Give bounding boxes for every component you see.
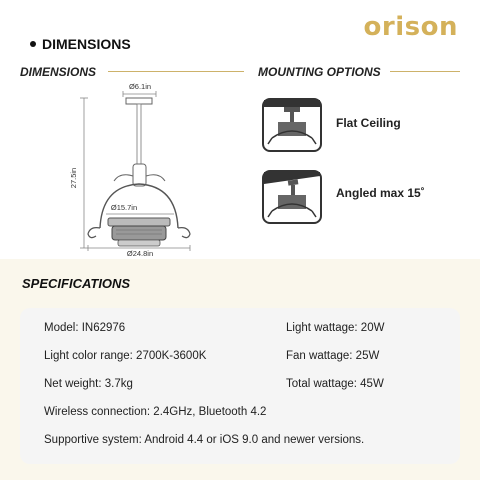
inner-diameter-label: Ø15.7in	[111, 203, 137, 212]
spec-wireless: Wireless connection: 2.4GHz, Bluetooth 4…	[44, 406, 267, 418]
spec-light-color-range: Light color range: 2700K-3600K	[44, 350, 207, 362]
header-bar	[0, 0, 480, 56]
section-title-text: DIMENSIONS	[42, 36, 131, 52]
angled-ceiling-icon	[262, 170, 322, 224]
height-label: 27.5in	[69, 168, 78, 188]
flat-ceiling-icon	[262, 98, 322, 152]
fan-dimension-drawing: Ø6.1in 27.5in Ø15.7in Ø24.8in	[69, 82, 191, 258]
outer-diameter-label: Ø24.8in	[127, 249, 153, 258]
mounting-heading: MOUNTING OPTIONS	[258, 65, 381, 79]
spec-supportive-system: Supportive system: Android 4.4 or iOS 9.…	[44, 434, 365, 446]
mount-option-angled-label: Angled max 15˚	[336, 186, 425, 200]
spec-net-weight: Net weight: 3.7kg	[44, 378, 133, 390]
dimensions-heading: DIMENSIONS	[20, 65, 97, 79]
brand-logo: orison	[363, 12, 458, 42]
spec-model: Model: IN62976	[44, 322, 126, 334]
spec-total-wattage: Total wattage: 45W	[286, 378, 384, 390]
bullet-icon	[30, 41, 36, 47]
specifications-card: Model: IN62976 Light wattage: 20W Light …	[20, 308, 460, 464]
section-title: DIMENSIONS	[30, 36, 131, 52]
dimensions-divider	[108, 71, 244, 72]
mount-option-flat-label: Flat Ceiling	[336, 116, 401, 130]
specifications-heading: SPECIFICATIONS	[22, 276, 131, 291]
mounting-divider	[390, 71, 460, 72]
canopy-diameter-label: Ø6.1in	[129, 82, 151, 91]
spec-light-wattage: Light wattage: 20W	[286, 322, 385, 334]
spec-fan-wattage: Fan wattage: 25W	[286, 350, 380, 362]
